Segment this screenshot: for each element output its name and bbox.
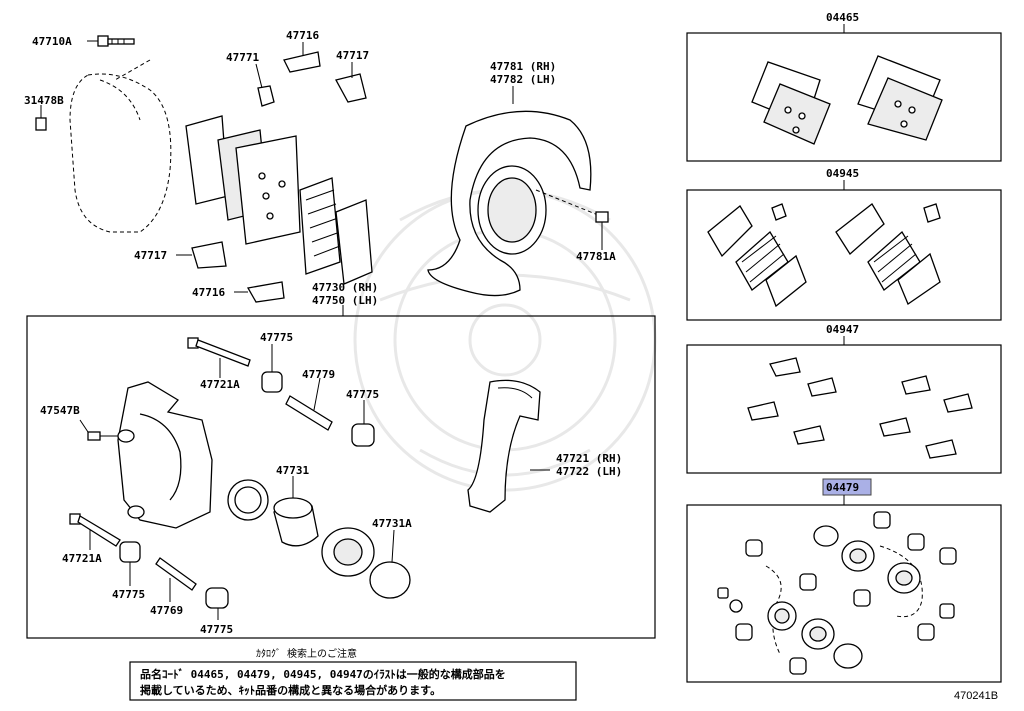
bolt-47781A	[595, 211, 609, 250]
note-title: ｶﾀﾛｸﾞ 検索上のご注意	[256, 647, 357, 660]
clip-47716-top	[283, 42, 321, 73]
seal-47731	[227, 479, 269, 521]
clip-47717-left	[176, 241, 227, 269]
label-47775-b: 47775	[346, 388, 379, 401]
label-47717-left: 47717	[134, 249, 167, 262]
kit-04479-seals	[717, 511, 957, 675]
label-47716-left: 47716	[192, 286, 225, 299]
kit-box-04465	[686, 32, 1002, 162]
figure-id: 470241B	[954, 690, 998, 702]
kit-box-04945	[686, 189, 1002, 321]
label-47750-lh: 47750 (LH)	[312, 294, 378, 307]
label-47782-lh: 47782 (LH)	[490, 73, 556, 86]
label-47775-d: 47775	[200, 623, 233, 636]
caliper-body-outline	[69, 59, 172, 233]
label-kit-04945: 04945	[826, 167, 859, 180]
bolt-47721A-lower	[69, 513, 121, 550]
kit-04945-shims	[707, 203, 941, 308]
label-47716-top: 47716	[286, 29, 319, 42]
label-47771: 47771	[226, 51, 259, 64]
label-47779: 47779	[302, 368, 335, 381]
shim-47730	[299, 177, 373, 285]
boot-47775-upper	[261, 344, 283, 393]
label-47775-a: 47775	[260, 331, 293, 344]
dust-cover-47781	[427, 86, 599, 297]
label-47731A: 47731A	[372, 517, 412, 530]
label-31478B: 31478B	[24, 94, 64, 107]
caliper-assembly-box	[26, 315, 656, 639]
label-47731: 47731	[276, 464, 309, 477]
piston	[273, 476, 319, 547]
pin-47779	[285, 377, 333, 431]
label-47547B: 47547B	[40, 404, 80, 417]
label-47721A-b: 47721A	[62, 552, 102, 565]
label-47721A-a: 47721A	[200, 378, 240, 391]
label-kit-04947: 04947	[826, 323, 859, 336]
kit-04947-clips	[747, 357, 973, 459]
kit-04465-pads	[751, 55, 943, 145]
label-47721-rh: 47721 (RH)	[556, 452, 622, 465]
boot-47775-bottom	[205, 587, 229, 620]
pad-plate-left	[185, 115, 301, 245]
label-47775-c: 47775	[112, 588, 145, 601]
boot-47731A	[321, 527, 411, 599]
clip-47771	[255, 63, 275, 107]
label-47769: 47769	[150, 604, 183, 617]
bolt-47710A	[87, 35, 135, 47]
bleeder-47547B	[79, 419, 118, 441]
nut-31478B	[35, 105, 47, 131]
label-47722-lh: 47722 (LH)	[556, 465, 622, 478]
clip-47716-left	[234, 281, 285, 303]
label-kit-04479: 04479	[826, 481, 859, 494]
clip-47717-top	[335, 62, 367, 103]
label-47710A: 47710A	[32, 35, 72, 48]
pin-47769	[155, 557, 197, 602]
note-box	[129, 661, 577, 701]
label-kit-04465: 04465	[826, 11, 859, 24]
label-47781A: 47781A	[576, 250, 616, 263]
kit-box-04479	[686, 504, 1002, 683]
callout-labels: 47710A 31478B 47771 47716 47717 47717 47…	[24, 11, 859, 636]
note-line-1: 品名ｺｰﾄﾞ 04465, 04479, 04945, 04947のｲﾗｽﾄは一…	[140, 667, 506, 681]
caliper-housing	[117, 381, 213, 529]
boot-47775-right	[351, 400, 375, 447]
label-47781-rh: 47781 (RH)	[490, 60, 556, 73]
note-line-2: 掲載しているため、ｷｯﾄ品番の構成と異なる場合があります。	[140, 683, 441, 697]
label-47717-top: 47717	[336, 49, 369, 62]
boot-47775-lower	[119, 541, 141, 586]
mounting-bracket-47721	[467, 379, 550, 513]
label-47730-rh: 47730 (RH)	[312, 281, 378, 294]
bolt-47721A-upper	[187, 337, 251, 378]
kit-04479-highlight	[822, 478, 872, 496]
